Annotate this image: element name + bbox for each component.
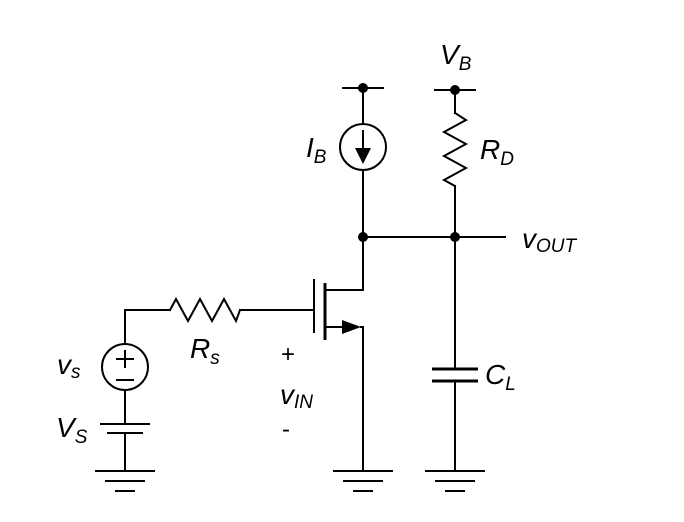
label-rs: Rs xyxy=(190,333,220,369)
vb-supply-node xyxy=(450,85,460,95)
label-vs-dc: VS xyxy=(56,412,88,448)
source-resistor xyxy=(124,296,315,324)
label-vb: VB xyxy=(440,39,472,75)
label-vout: vOUT xyxy=(522,223,578,257)
load-capacitor xyxy=(432,359,478,472)
bias-current-source xyxy=(339,87,387,291)
dc-source xyxy=(100,423,150,472)
label-vin-plus: + xyxy=(281,341,295,368)
label-rd: RD xyxy=(480,134,514,170)
nmos-transistor xyxy=(313,279,364,472)
ground-symbol-source xyxy=(95,470,155,492)
signal-source xyxy=(101,309,149,425)
drain-node xyxy=(358,232,368,242)
label-vin: vIN xyxy=(280,379,313,413)
label-vin-minus: - xyxy=(282,416,290,443)
label-ib: IB xyxy=(306,132,327,168)
bias-supply-node xyxy=(358,83,368,93)
drain-resistor xyxy=(434,89,476,361)
label-cl: CL xyxy=(485,359,516,395)
ground-symbol-capacitor xyxy=(425,470,485,492)
ground-symbol-transistor xyxy=(333,470,393,492)
label-vs-signal: vs xyxy=(57,349,81,383)
output-node xyxy=(450,232,460,242)
